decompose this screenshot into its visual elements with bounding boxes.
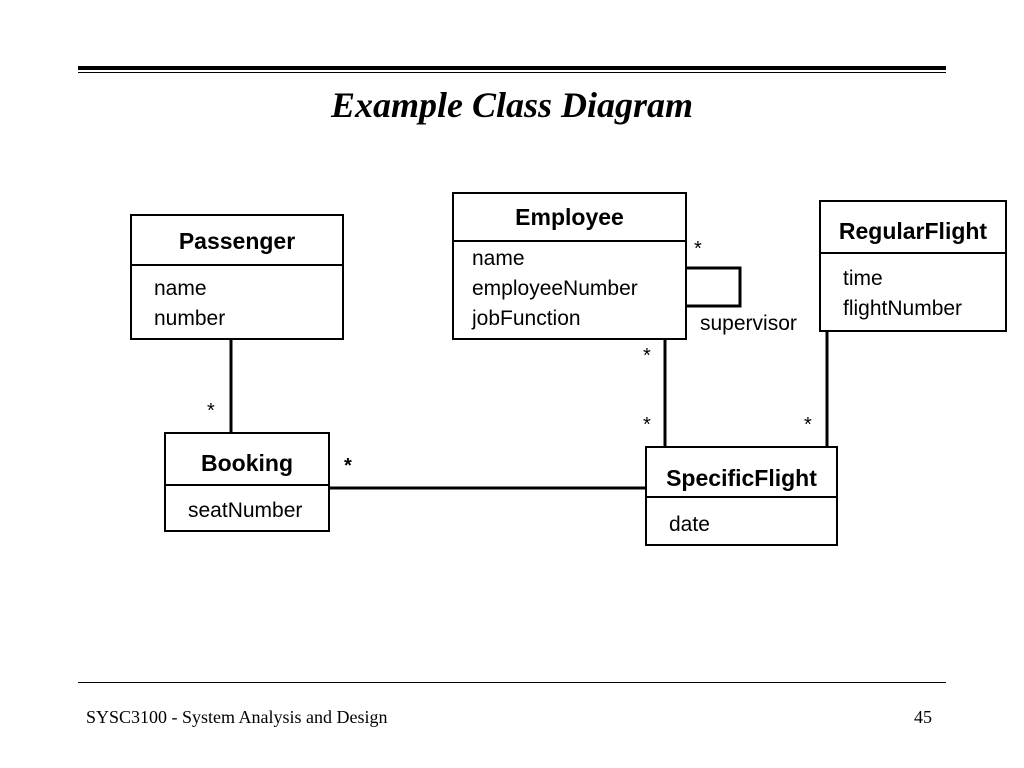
regular-flight-class-name: RegularFlight [821, 202, 1005, 254]
multiplicity-flight-end-employee: * [643, 414, 651, 436]
employee-attribute: name [472, 247, 525, 270]
employee-attribute: employeeNumber [472, 277, 638, 300]
multiplicity-flight-end-regular: * [804, 414, 812, 436]
multiplicity-passenger-booking: * [207, 400, 215, 422]
employee-attribute: jobFunction [472, 307, 581, 330]
multiplicity-booking-flight: * [344, 455, 352, 477]
regular-flight-class: RegularFlight time flightNumber [819, 200, 1007, 332]
role-supervisor: supervisor [700, 312, 797, 335]
passenger-class-name: Passenger [132, 216, 342, 266]
supervisor-self-association [686, 266, 742, 308]
regular-flight-attribute: flightNumber [843, 297, 963, 320]
specific-flight-attribute: date [669, 513, 710, 536]
footer-page-number: 45 [914, 707, 932, 727]
footer-course-title: SYSC3100 - System Analysis and Design [86, 707, 388, 727]
multiplicity-employee-end: * [643, 345, 651, 367]
booking-class: Booking seatNumber [164, 432, 330, 532]
specific-flight-class-name: SpecificFlight [647, 448, 836, 498]
header-rule-top [78, 66, 946, 70]
passenger-attribute: name [154, 277, 207, 300]
employee-class-name: Employee [454, 194, 685, 242]
employee-class: Employee name employeeNumber jobFunction [452, 192, 687, 340]
booking-class-name: Booking [166, 434, 328, 486]
regular-flight-attribute: time [843, 267, 883, 290]
footer-rule [78, 682, 946, 683]
passenger-class: Passenger name number [130, 214, 344, 340]
specific-flight-class: SpecificFlight date [645, 446, 838, 546]
header-rule-bottom [78, 72, 946, 73]
page-title: Example Class Diagram [330, 85, 694, 125]
booking-attribute: seatNumber [188, 499, 303, 522]
passenger-attribute: number [154, 307, 226, 330]
multiplicity-supervisor: * [694, 238, 702, 260]
